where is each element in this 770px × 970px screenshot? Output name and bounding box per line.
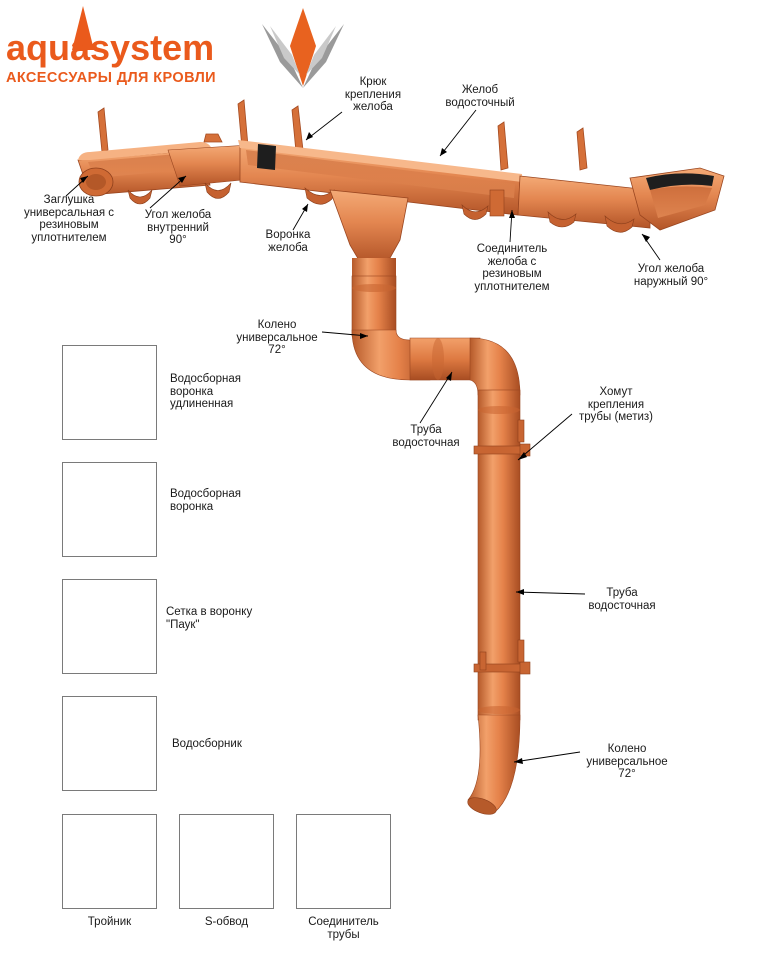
accessory-box-funnel <box>62 462 157 557</box>
logo-accent-icon <box>72 6 94 50</box>
callout-funnel: Воронка желоба <box>265 229 311 254</box>
leader-arrowheads <box>80 132 650 764</box>
callout-outer-corner: Угол желоба наружный 90° <box>633 263 709 288</box>
brand-name: aquasystem <box>6 27 215 68</box>
accessory-label-funnel: Водосборная воронка <box>170 488 242 513</box>
accessory-label-extended-funnel: Водосборная воронка удлиненная <box>170 373 242 410</box>
brand-mark-icon <box>262 8 344 88</box>
callout-end-cap: Заглушка универсальная с резиновым уплот… <box>23 194 115 244</box>
callout-elbow-bottom: Колено универсальное 72° <box>586 743 668 780</box>
callout-pipe-upper: Труба водосточная <box>392 424 460 449</box>
downpipe-assembly <box>329 189 531 815</box>
callout-gutter-connector: Соединитель желоба с резиновым уплотните… <box>474 243 550 293</box>
accessory-label-spider-mesh: Сетка в воронку "Паук" <box>166 606 253 631</box>
leader-lines <box>65 109 661 763</box>
callout-inner-corner: Угол желоба внутренний 90° <box>144 209 212 246</box>
callout-pipe-lower: Труба водосточная <box>588 587 656 612</box>
accessory-label-tee: Тройник <box>87 916 132 928</box>
brand-logo <box>72 6 344 88</box>
brand-subtitle: АКСЕССУАРЫ ДЛЯ КРОВЛИ <box>6 70 216 86</box>
accessory-label-water-collector: Водосборник <box>172 738 242 750</box>
gutter-assembly <box>77 99 725 233</box>
accessory-box-pipe-connector <box>296 814 391 909</box>
accessory-box-water-collector <box>62 696 157 791</box>
accessory-box-s-bend <box>179 814 274 909</box>
accessory-label-s-bend: S-обвод <box>204 916 249 928</box>
callout-gutter: Желоб водосточный <box>445 84 515 109</box>
callout-hook: Крюк крепления желоба <box>344 76 402 113</box>
callout-clamp: Хомут крепления трубы (метиз) <box>578 386 653 423</box>
callout-elbow-top: Колено универсальное 72° <box>236 319 318 356</box>
accessory-label-pipe-connector: Соединитель трубы <box>308 916 379 941</box>
accessory-box-tee <box>62 814 157 909</box>
accessory-box-extended-funnel <box>62 345 157 440</box>
accessory-box-spider-mesh <box>62 579 157 674</box>
